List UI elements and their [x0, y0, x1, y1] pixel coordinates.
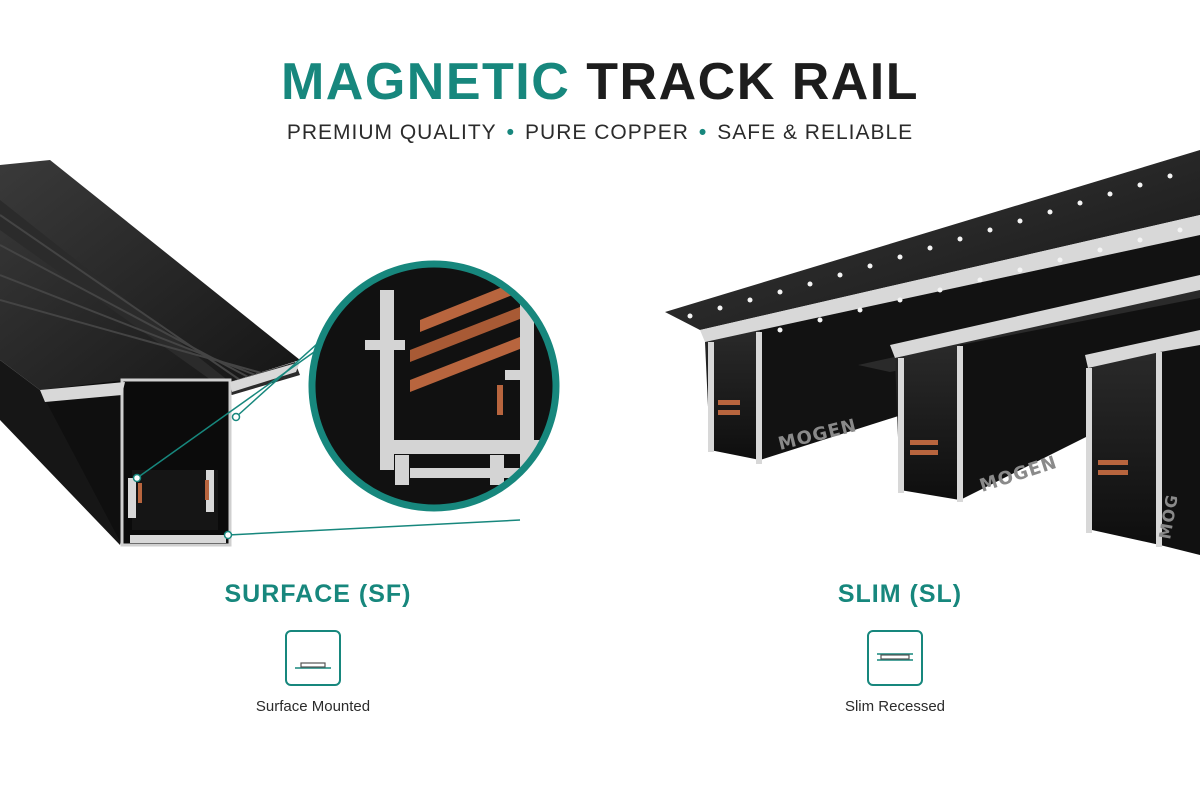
- slim-label: SLIM (SL): [837, 580, 963, 608]
- feature-item: PREMIUM QUALITY: [286, 121, 497, 144]
- zoom-detail-circle: [308, 260, 560, 512]
- slim-recessed-icon: [867, 630, 923, 686]
- slim-rail-image: MOGEN MOGEN MOG: [665, 150, 1200, 555]
- surface-label: SURFACE (SF): [224, 580, 412, 608]
- slim-caption: Slim Recessed: [844, 698, 946, 715]
- feature-list: PREMIUM QUALITY • PURE COPPER • SAFE & RELIA…: [0, 120, 1200, 146]
- surface-caption: Surface Mounted: [255, 698, 371, 715]
- page-title: MAGNETIC TRACK RAIL: [0, 52, 1200, 112]
- surface-mount-icon: [285, 630, 341, 686]
- separator-dot: •: [506, 121, 516, 144]
- title-main: TRACK RAIL: [586, 53, 920, 111]
- surface-rail-image: [0, 160, 300, 547]
- feature-item: SAFE & RELIABLE: [717, 121, 914, 144]
- feature-item: PURE COPPER: [525, 121, 689, 144]
- separator-dot: •: [698, 121, 708, 144]
- title-accent: MAGNETIC: [280, 53, 571, 111]
